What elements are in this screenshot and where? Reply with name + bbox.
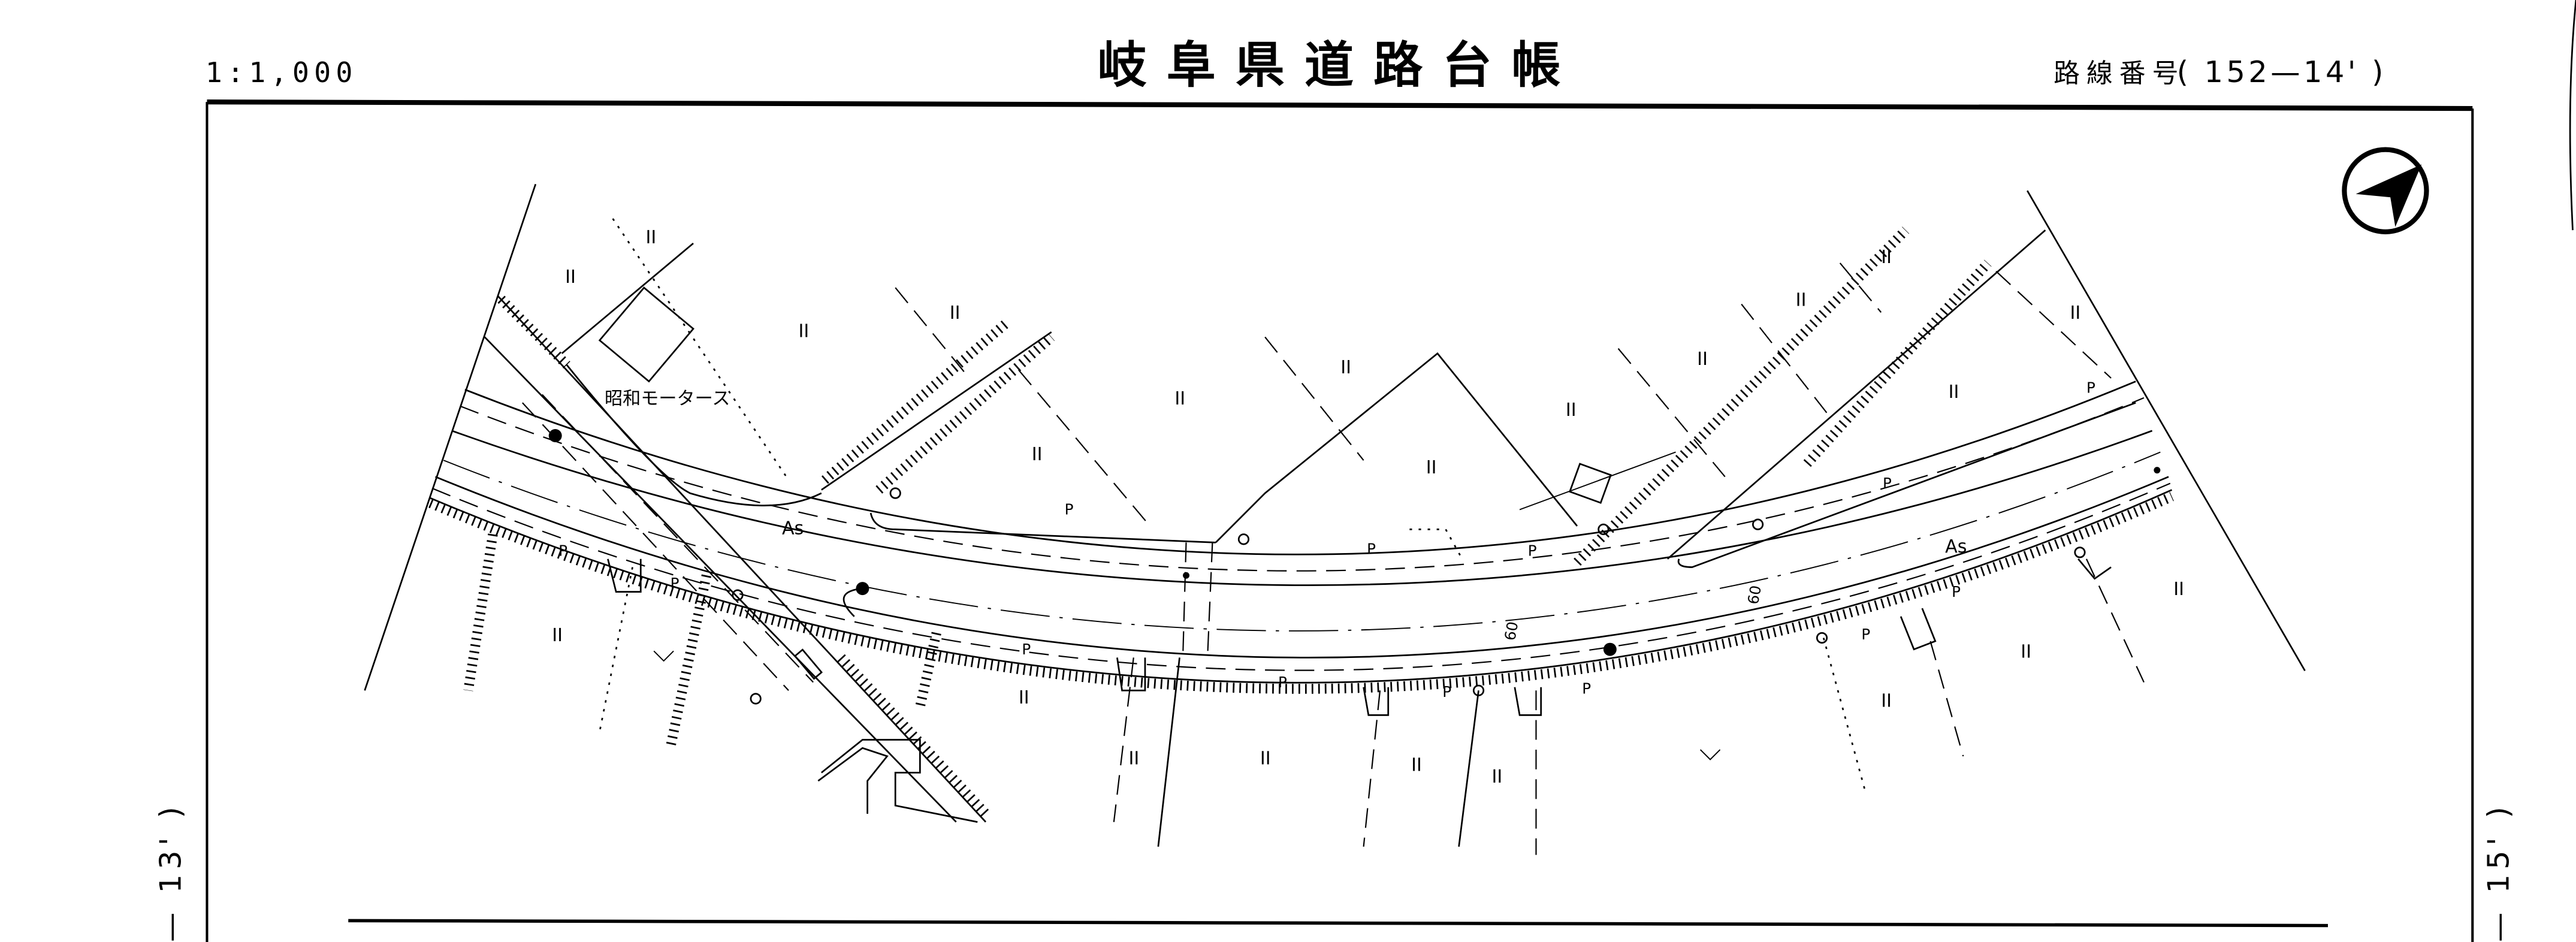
svg-text:P: P (2086, 379, 2095, 397)
north-arrow-icon (2342, 147, 2429, 234)
survey-boundary-left (364, 183, 537, 691)
surface-label-right: As (1945, 536, 1967, 557)
surface-label-left: As (782, 518, 804, 539)
svg-text:II: II (1949, 382, 1959, 403)
svg-text:II: II (1491, 766, 1502, 787)
parcel-lines (463, 218, 2145, 855)
svg-text:P: P (1952, 583, 1961, 600)
svg-text:II: II (1260, 748, 1271, 769)
svg-text:II: II (2021, 641, 2031, 662)
svg-text:P: P (1022, 641, 1031, 658)
svg-text:II: II (2070, 303, 2081, 324)
svg-text:II: II (1411, 755, 1422, 776)
slope-hatch-b (875, 333, 1055, 494)
svg-text:P: P (1442, 683, 1451, 701)
svg-text:II: II (1796, 289, 1807, 310)
utility-pole-icons (548, 429, 2161, 705)
slope-hatch-a (821, 320, 1009, 484)
frame-top (207, 99, 2473, 111)
svg-text:II: II (950, 303, 961, 324)
svg-text:II: II (1426, 457, 1437, 478)
slope-hatch-right (1574, 227, 1910, 566)
svg-text:II: II (1129, 748, 1140, 769)
side-road-right-b (1677, 401, 2136, 568)
route-number-label: 路線番号 (2053, 58, 2185, 89)
svg-text:II: II (798, 321, 809, 342)
slope-hatch-right-b (1803, 259, 1992, 467)
road-width-label: 60 (1501, 620, 1521, 642)
svg-text:P: P (1883, 475, 1892, 492)
access-road-mid (869, 512, 1216, 544)
svg-text:II: II (1881, 691, 1892, 712)
vegetation-symbols (653, 650, 1721, 760)
svg-text:II: II (1340, 357, 1351, 378)
svg-text:P: P (671, 575, 680, 592)
svg-text:II: II (565, 267, 576, 288)
svg-text:II: II (1174, 388, 1185, 409)
frame-bottom-rule (348, 919, 2329, 928)
field-symbols: II II II II II II II II II II II II II I… (552, 227, 2184, 787)
parking-symbols: P P P P P P P P P P P P P (558, 379, 2095, 701)
svg-text:P: P (1278, 674, 1287, 691)
place-name-label: 昭和モータース (605, 388, 730, 409)
svg-text:II: II (1881, 247, 1892, 268)
sheet-edge (2569, 0, 2576, 231)
svg-text:II: II (2173, 579, 2184, 600)
svg-text:II: II (552, 625, 563, 646)
survey-boundary-right (2027, 190, 2306, 672)
scale-label: 1:1,000 (206, 56, 358, 89)
side-road-right-a (1666, 230, 2046, 560)
svg-text:P: P (1861, 626, 1870, 643)
road-width-label-right: 60 (1744, 584, 1765, 606)
svg-text:II: II (1032, 444, 1043, 465)
svg-text:P: P (1065, 501, 1074, 518)
svg-text:II: II (1566, 400, 1577, 421)
svg-text:II: II (1697, 349, 1708, 370)
route-number-value: ( 152—14' ) (2177, 55, 2387, 89)
crossing-road-left (484, 295, 990, 823)
svg-text:P: P (558, 542, 567, 559)
adjacent-sheet-left[interactable]: — 13' ) (153, 802, 188, 942)
svg-text:II: II (645, 227, 656, 248)
access-road-left (566, 364, 822, 506)
svg-text:P: P (1582, 680, 1591, 698)
slope-road-a (821, 331, 1052, 491)
adjacent-sheet-right[interactable]: — 15' ) (2481, 802, 2516, 942)
sheet-title: 岐阜県道路台帳 (1097, 37, 1580, 94)
svg-text:P: P (1528, 542, 1537, 559)
svg-text:P: P (1367, 541, 1376, 558)
svg-text:II: II (1019, 687, 1029, 708)
